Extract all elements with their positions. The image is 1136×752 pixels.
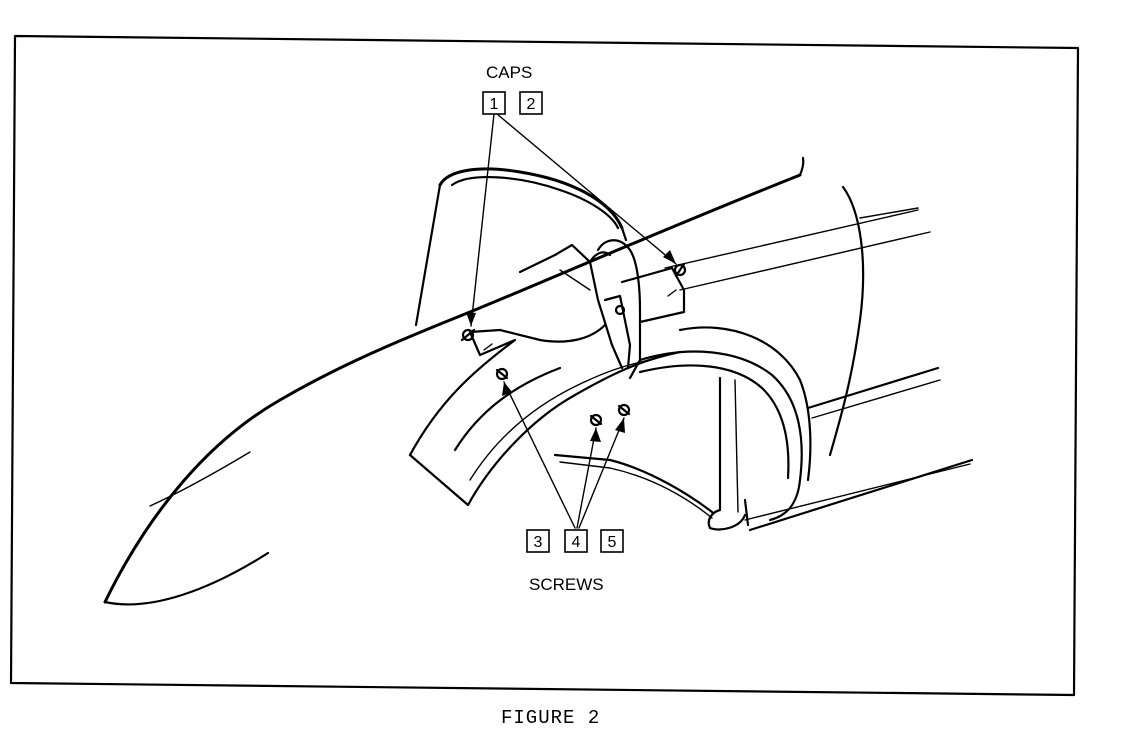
leader-lines bbox=[466, 113, 677, 529]
fasteners bbox=[460, 262, 687, 427]
caps-callout-2: 2 bbox=[519, 91, 543, 115]
cap-fastener-right bbox=[614, 262, 687, 316]
svg-text:3: 3 bbox=[534, 534, 543, 551]
svg-text:2: 2 bbox=[527, 96, 536, 113]
caps-label: CAPS bbox=[486, 63, 532, 82]
screws-callout-3: 3 bbox=[526, 529, 550, 553]
svg-text:1: 1 bbox=[490, 96, 499, 113]
vehicle-body bbox=[103, 156, 974, 606]
screws-callout-5: 5 bbox=[600, 529, 624, 553]
svg-text:4: 4 bbox=[572, 534, 581, 551]
figure-border bbox=[9, 34, 1080, 697]
screw-5 bbox=[617, 403, 631, 417]
screws-callout-4: 4 bbox=[564, 529, 588, 553]
svg-text:5: 5 bbox=[608, 534, 617, 551]
caps-callout-1: 1 bbox=[482, 91, 506, 115]
screw-3 bbox=[495, 367, 509, 381]
screws-label: SCREWS bbox=[529, 575, 604, 594]
fender-flare bbox=[408, 323, 812, 531]
figure-caption: FIGURE 2 bbox=[501, 707, 600, 729]
cap-fastener-left bbox=[460, 328, 493, 351]
screw-4 bbox=[589, 413, 603, 427]
